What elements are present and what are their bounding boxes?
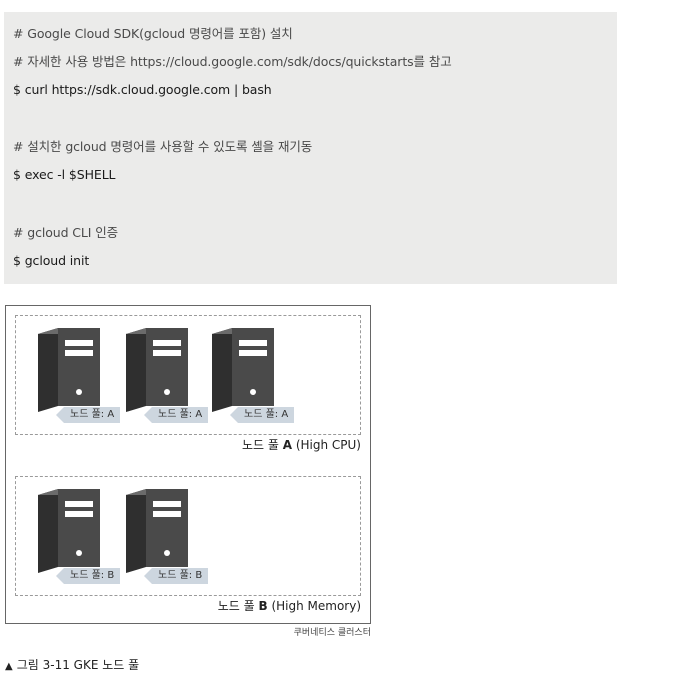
cluster-diagram: 노드 풀: A 노드 풀: A 노드 풀: A 노드 풀 — [5, 305, 371, 624]
pool-a-label: 노드 풀 A (High CPU) — [242, 437, 361, 453]
code-command-gcloud-init: $ gcloud init — [13, 253, 90, 268]
pool-label-suffix: (High Memory) — [267, 599, 361, 613]
caption-marker: ▲ — [5, 661, 13, 672]
node-pool-b: 노드 풀: B 노드 풀: B — [15, 476, 361, 596]
pool-b-label: 노드 풀 B (High Memory) — [218, 598, 361, 614]
node-tag: 노드 풀: A — [56, 407, 120, 423]
pool-label-letter: B — [258, 599, 268, 613]
node-tag: 노드 풀: A — [144, 407, 208, 423]
code-command-curl: $ curl https://sdk.cloud.google.com | ba… — [13, 82, 272, 97]
pool-label-letter: A — [282, 438, 293, 452]
pool-label-suffix: (High CPU) — [292, 438, 361, 452]
code-command-exec: $ exec -l $SHELL — [13, 167, 116, 182]
pool-label-prefix: 노드 풀 — [241, 438, 283, 452]
figure-caption: ▲그림 3-11 GKE 노드 풀 — [5, 657, 139, 675]
code-comment-docs-link: # 자세한 사용 방법은 https://cloud.google.com/sd… — [13, 54, 452, 69]
code-comment-auth: # gcloud CLI 인증 — [13, 225, 119, 240]
server-icon — [126, 489, 204, 573]
code-block: # Google Cloud SDK(gcloud 명령어를 포함) 설치 # … — [4, 12, 617, 284]
caption-text: 그림 3-11 GKE 노드 풀 — [16, 658, 140, 672]
code-comment-install-sdk: # Google Cloud SDK(gcloud 명령어를 포함) 설치 — [13, 26, 293, 41]
cluster-label: 쿠버네티스 클러스터 — [293, 628, 371, 638]
server-icon — [38, 489, 116, 573]
server-icon — [38, 328, 116, 412]
pool-label-prefix: 노드 풀 — [217, 599, 259, 613]
server-icon — [212, 328, 290, 412]
code-comment-restart-shell: # 설치한 gcloud 명령어를 사용할 수 있도록 셸을 재기동 — [13, 139, 313, 154]
server-icon — [126, 328, 204, 412]
node-tag: 노드 풀: B — [144, 568, 208, 584]
node-tag: 노드 풀: A — [230, 407, 294, 423]
node-pool-a: 노드 풀: A 노드 풀: A 노드 풀: A — [15, 315, 361, 435]
node-tag: 노드 풀: B — [56, 568, 120, 584]
